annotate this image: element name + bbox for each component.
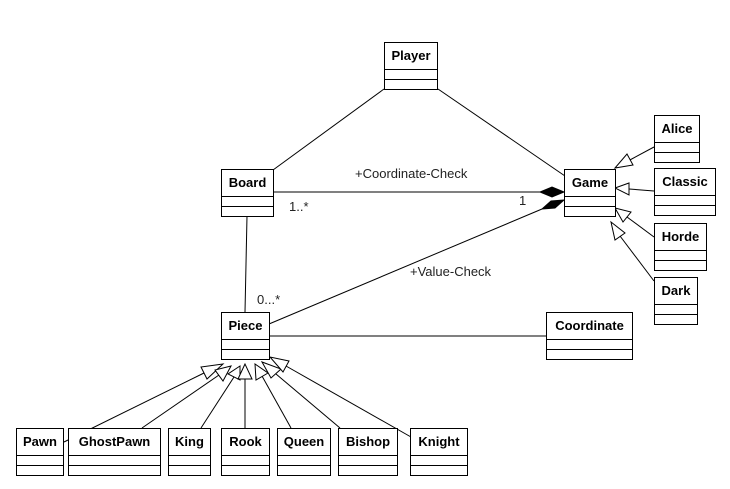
assoc-piece-game — [268, 208, 543, 325]
class-classic[interactable]: Classic — [654, 168, 716, 216]
class-game[interactable]: Game — [564, 169, 616, 217]
class-horde-name: Horde — [655, 224, 706, 251]
gen-arrowhead-rook — [237, 362, 253, 380]
piece-multiplicity-label: 0...* — [257, 292, 281, 307]
gen-arrowhead-alice — [613, 153, 634, 169]
gen-ghostpawn-piece — [141, 374, 220, 429]
class-rook[interactable]: Rook — [221, 428, 270, 476]
coordinate-check-label: +Coordinate-Check — [355, 166, 468, 181]
gen-arrowhead-horde — [613, 207, 632, 223]
gen-arrowhead-classic — [613, 182, 630, 196]
game-multiplicity-label: 1 — [519, 193, 527, 208]
class-queen-name: Queen — [278, 429, 330, 456]
gen-queen-piece — [261, 375, 292, 429]
class-queen[interactable]: Queen — [277, 428, 331, 476]
class-bishop-name: Bishop — [339, 429, 397, 456]
gen-arrowhead-ghostpawn — [214, 365, 232, 382]
class-horde[interactable]: Horde — [654, 223, 707, 271]
gen-horde-game — [626, 216, 655, 238]
class-pawn-name: Pawn — [17, 429, 63, 456]
class-pawn[interactable]: Pawn — [16, 428, 64, 476]
gen-king-piece — [200, 376, 235, 429]
class-board-name: Board — [222, 170, 273, 197]
gen-bishop-piece — [275, 373, 341, 429]
class-king-name: King — [169, 429, 210, 456]
gen-arrowhead-king — [227, 365, 241, 381]
class-knight-name: Knight — [411, 429, 467, 456]
class-alice[interactable]: Alice — [654, 115, 700, 163]
class-classic-name: Classic — [655, 169, 715, 196]
gen-arrowhead-bishop — [260, 361, 282, 379]
composition-diamond-board — [538, 186, 566, 198]
class-alice-name: Alice — [655, 116, 699, 143]
assoc-player-game — [437, 88, 566, 177]
class-bishop[interactable]: Bishop — [338, 428, 398, 476]
class-game-name: Game — [565, 170, 615, 197]
class-dark-name: Dark — [655, 278, 697, 305]
class-coordinate[interactable]: Coordinate — [546, 312, 633, 360]
board-multiplicity-label: 1..* — [289, 199, 309, 214]
gen-alice-game — [627, 146, 655, 162]
class-rook-name: Rook — [222, 429, 269, 456]
class-player[interactable]: Player — [384, 42, 438, 90]
class-coordinate-name: Coordinate — [547, 313, 632, 340]
gen-arrowhead-queen — [254, 363, 269, 381]
assoc-player-board — [272, 88, 385, 171]
class-piece[interactable]: Piece — [221, 312, 270, 360]
class-piece-name: Piece — [222, 313, 269, 340]
class-dark[interactable]: Dark — [654, 277, 698, 325]
class-ghostpawn-name: GhostPawn — [69, 429, 160, 456]
class-knight[interactable]: Knight — [410, 428, 468, 476]
value-check-label: +Value-Check — [410, 264, 492, 279]
class-ghostpawn[interactable]: GhostPawn — [68, 428, 161, 476]
class-king[interactable]: King — [168, 428, 211, 476]
assoc-board-piece — [244, 215, 248, 313]
composition-diamond-piece — [540, 199, 566, 210]
gen-knight-piece — [285, 365, 412, 438]
gen-dark-game — [619, 235, 655, 282]
class-board[interactable]: Board — [221, 169, 274, 217]
gen-arrowhead-knight — [268, 356, 290, 373]
gen-arrowhead-dark — [610, 220, 626, 241]
class-player-name: Player — [385, 43, 437, 70]
gen-arrowhead-pawn — [200, 363, 225, 380]
gen-classic-game — [628, 188, 655, 192]
